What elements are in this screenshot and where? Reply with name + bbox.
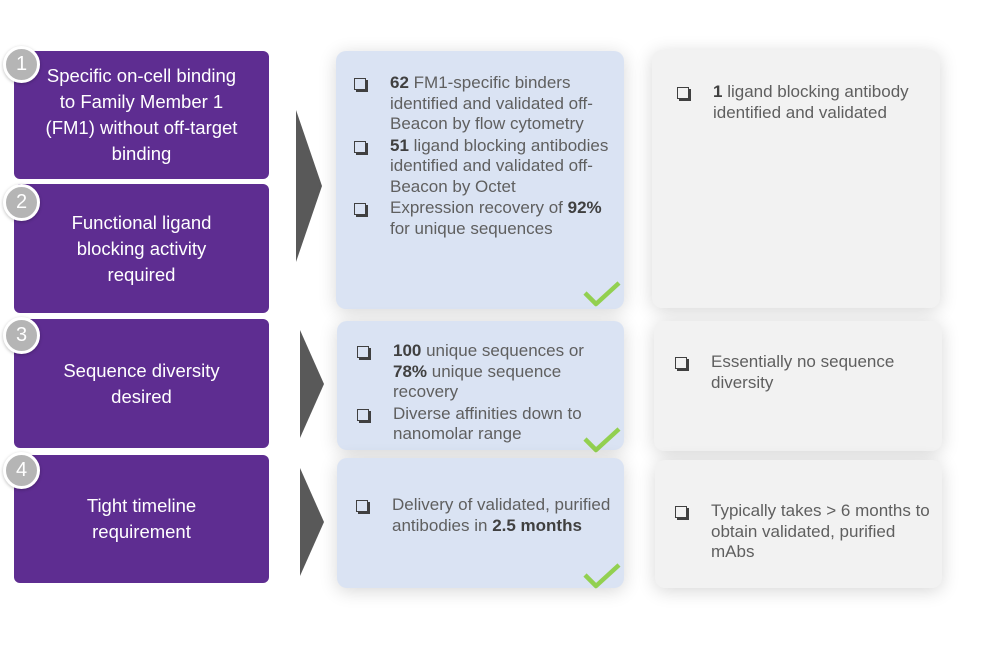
bullet-text: Essentially no sequence diversity xyxy=(711,352,895,392)
bullet-list: Essentially no sequence diversity xyxy=(675,352,930,393)
highlight-value: 1 xyxy=(713,82,723,101)
list-item: 51 ligand blocking antibodies identified… xyxy=(354,136,612,198)
bullet-text: FM1-specific binders identified and vali… xyxy=(390,73,593,133)
bullet-list: Delivery of validated, purified antibodi… xyxy=(356,495,614,536)
bullet-list: 1 ligand blocking antibody identified an… xyxy=(677,82,927,123)
beacon-result-box-2: 100 unique sequences or 78% unique seque… xyxy=(337,321,624,453)
list-item: Diverse affinities down to nanomolar ran… xyxy=(357,404,615,445)
bullet-text: Diverse affinities down to nanomolar ran… xyxy=(393,403,582,444)
checkmark-icon xyxy=(583,427,621,453)
bullet-text: Expression recovery of xyxy=(390,198,568,217)
traditional-result-box-1: 1 ligand blocking antibody identified an… xyxy=(652,50,940,308)
requirement-label: Specific on-cell binding to Family Membe… xyxy=(45,65,238,164)
requirement-card-3: Sequence diversity desired xyxy=(14,319,269,448)
highlight-value: 92% xyxy=(567,198,602,217)
checkbox-icon xyxy=(354,203,366,215)
requirement-label: Functional ligand blocking activity requ… xyxy=(71,211,212,285)
chevron-right-arrow-icon xyxy=(300,468,324,576)
bullet-text: ligand blocking antibody identified and … xyxy=(713,82,909,122)
beacon-result-box-3: Delivery of validated, purified antibodi… xyxy=(337,458,624,589)
list-item: 1 ligand blocking antibody identified an… xyxy=(677,82,927,123)
step-number-badge-2: 2 xyxy=(3,184,40,221)
bullet-text: Typically takes > 6 months to obtain val… xyxy=(711,501,930,561)
checkmark-icon xyxy=(583,281,621,307)
chevron-right-arrow-icon xyxy=(296,110,322,262)
requirement-card-4: Tight timeline requirement xyxy=(14,455,269,583)
requirement-card-1: Specific on-cell binding to Family Membe… xyxy=(14,51,269,179)
checkbox-icon xyxy=(356,500,368,512)
highlight-value: 100 xyxy=(393,341,422,360)
checkbox-icon xyxy=(357,408,369,421)
list-item: Delivery of validated, purified antibodi… xyxy=(356,495,614,536)
chevron-right-arrow-icon xyxy=(300,330,324,438)
step-number-badge-3: 3 xyxy=(3,317,40,354)
highlight-value: 78% xyxy=(393,361,428,381)
checkbox-icon xyxy=(354,78,366,90)
list-item: 100 unique sequences or 78% unique seque… xyxy=(357,341,615,403)
bullet-text: unique sequence recovery xyxy=(393,361,562,402)
list-item: Expression recovery of 92% for unique se… xyxy=(354,198,612,239)
requirement-label: Sequence diversity desired xyxy=(63,359,220,407)
highlight-value: 51 xyxy=(390,135,409,155)
requirement-card-2: Functional ligand blocking activity requ… xyxy=(14,184,269,313)
step-number-badge-1: 1 xyxy=(3,46,40,83)
highlight-value: 62 xyxy=(390,73,409,92)
checkbox-icon xyxy=(675,357,687,369)
checkmark-icon xyxy=(583,563,621,589)
bullet-list: Typically takes > 6 months to obtain val… xyxy=(675,501,935,563)
list-item: Typically takes > 6 months to obtain val… xyxy=(675,501,935,563)
bullet-text: unique sequences or xyxy=(421,341,584,360)
bullet-list: 100 unique sequences or 78% unique seque… xyxy=(357,341,615,445)
bullet-text: for unique sequences xyxy=(390,218,553,238)
bullet-text: ligand blocking antibodies identified an… xyxy=(390,135,609,196)
list-item: 62 FM1-specific binders identified and v… xyxy=(354,73,612,135)
requirement-label: Tight timeline requirement xyxy=(86,495,197,542)
checkbox-icon xyxy=(675,506,687,518)
bullet-list: 62 FM1-specific binders identified and v… xyxy=(354,73,612,239)
checkbox-icon xyxy=(677,87,689,99)
traditional-result-box-2: Essentially no sequence diversity xyxy=(654,321,942,451)
list-item: Essentially no sequence diversity xyxy=(675,352,930,393)
checkbox-icon xyxy=(357,346,369,358)
bullet-text: Delivery of validated, purified antibodi… xyxy=(392,495,611,535)
traditional-result-box-3: Typically takes > 6 months to obtain val… xyxy=(655,460,942,588)
beacon-result-box-1: 62 FM1-specific binders identified and v… xyxy=(336,51,624,309)
checkbox-icon xyxy=(354,140,366,153)
step-number-badge-4: 4 xyxy=(3,452,40,489)
highlight-value: 2.5 months xyxy=(492,515,582,535)
